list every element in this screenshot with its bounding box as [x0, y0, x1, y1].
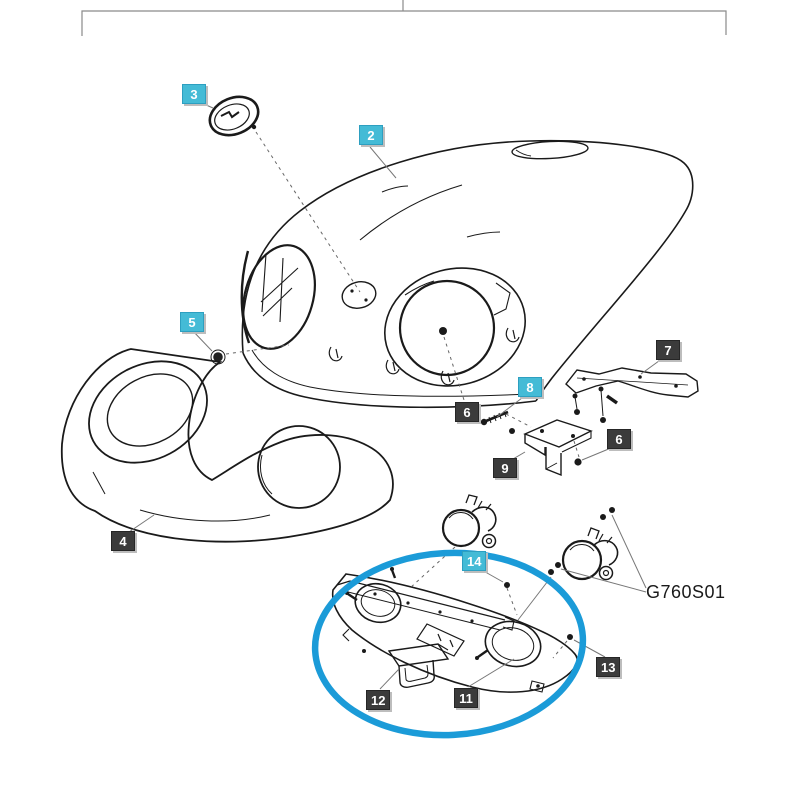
part-handle-12	[387, 643, 450, 688]
callout-6-lower[interactable]: 6	[607, 429, 631, 449]
part-emblem	[208, 95, 260, 137]
callout-6-upper[interactable]: 6	[455, 402, 479, 422]
leader-lines	[128, 100, 664, 690]
part-bezel	[60, 348, 394, 543]
part-lamp-right	[548, 507, 619, 581]
callout-13[interactable]: 13	[596, 657, 621, 677]
part-bolt-8	[480, 410, 515, 434]
top-frame-line	[81, 0, 727, 36]
callout-11[interactable]: 11	[454, 688, 478, 708]
assembly-dashed-lines	[225, 131, 580, 659]
callout-8[interactable]: 8	[518, 377, 542, 397]
callout-2[interactable]: 2	[359, 125, 383, 145]
callout-3[interactable]: 3	[182, 84, 206, 104]
part-bracket-7	[565, 367, 699, 423]
part-bracket-9	[523, 419, 593, 477]
part-nut-6	[574, 458, 582, 466]
part-lamp-left	[441, 494, 497, 549]
part-screw-14	[504, 582, 510, 588]
highlight-ellipse	[311, 549, 587, 739]
callout-14[interactable]: 14	[462, 551, 487, 571]
callout-9[interactable]: 9	[493, 458, 517, 478]
callout-12[interactable]: 12	[366, 690, 391, 710]
part-code-label: G760S01	[646, 582, 726, 602]
callout-5[interactable]: 5	[180, 312, 204, 332]
part-panel-11	[331, 567, 578, 693]
part-screw-13	[567, 634, 573, 640]
part-hood	[240, 139, 694, 409]
callout-7[interactable]: 7	[656, 340, 680, 360]
callout-4[interactable]: 4	[111, 531, 135, 551]
